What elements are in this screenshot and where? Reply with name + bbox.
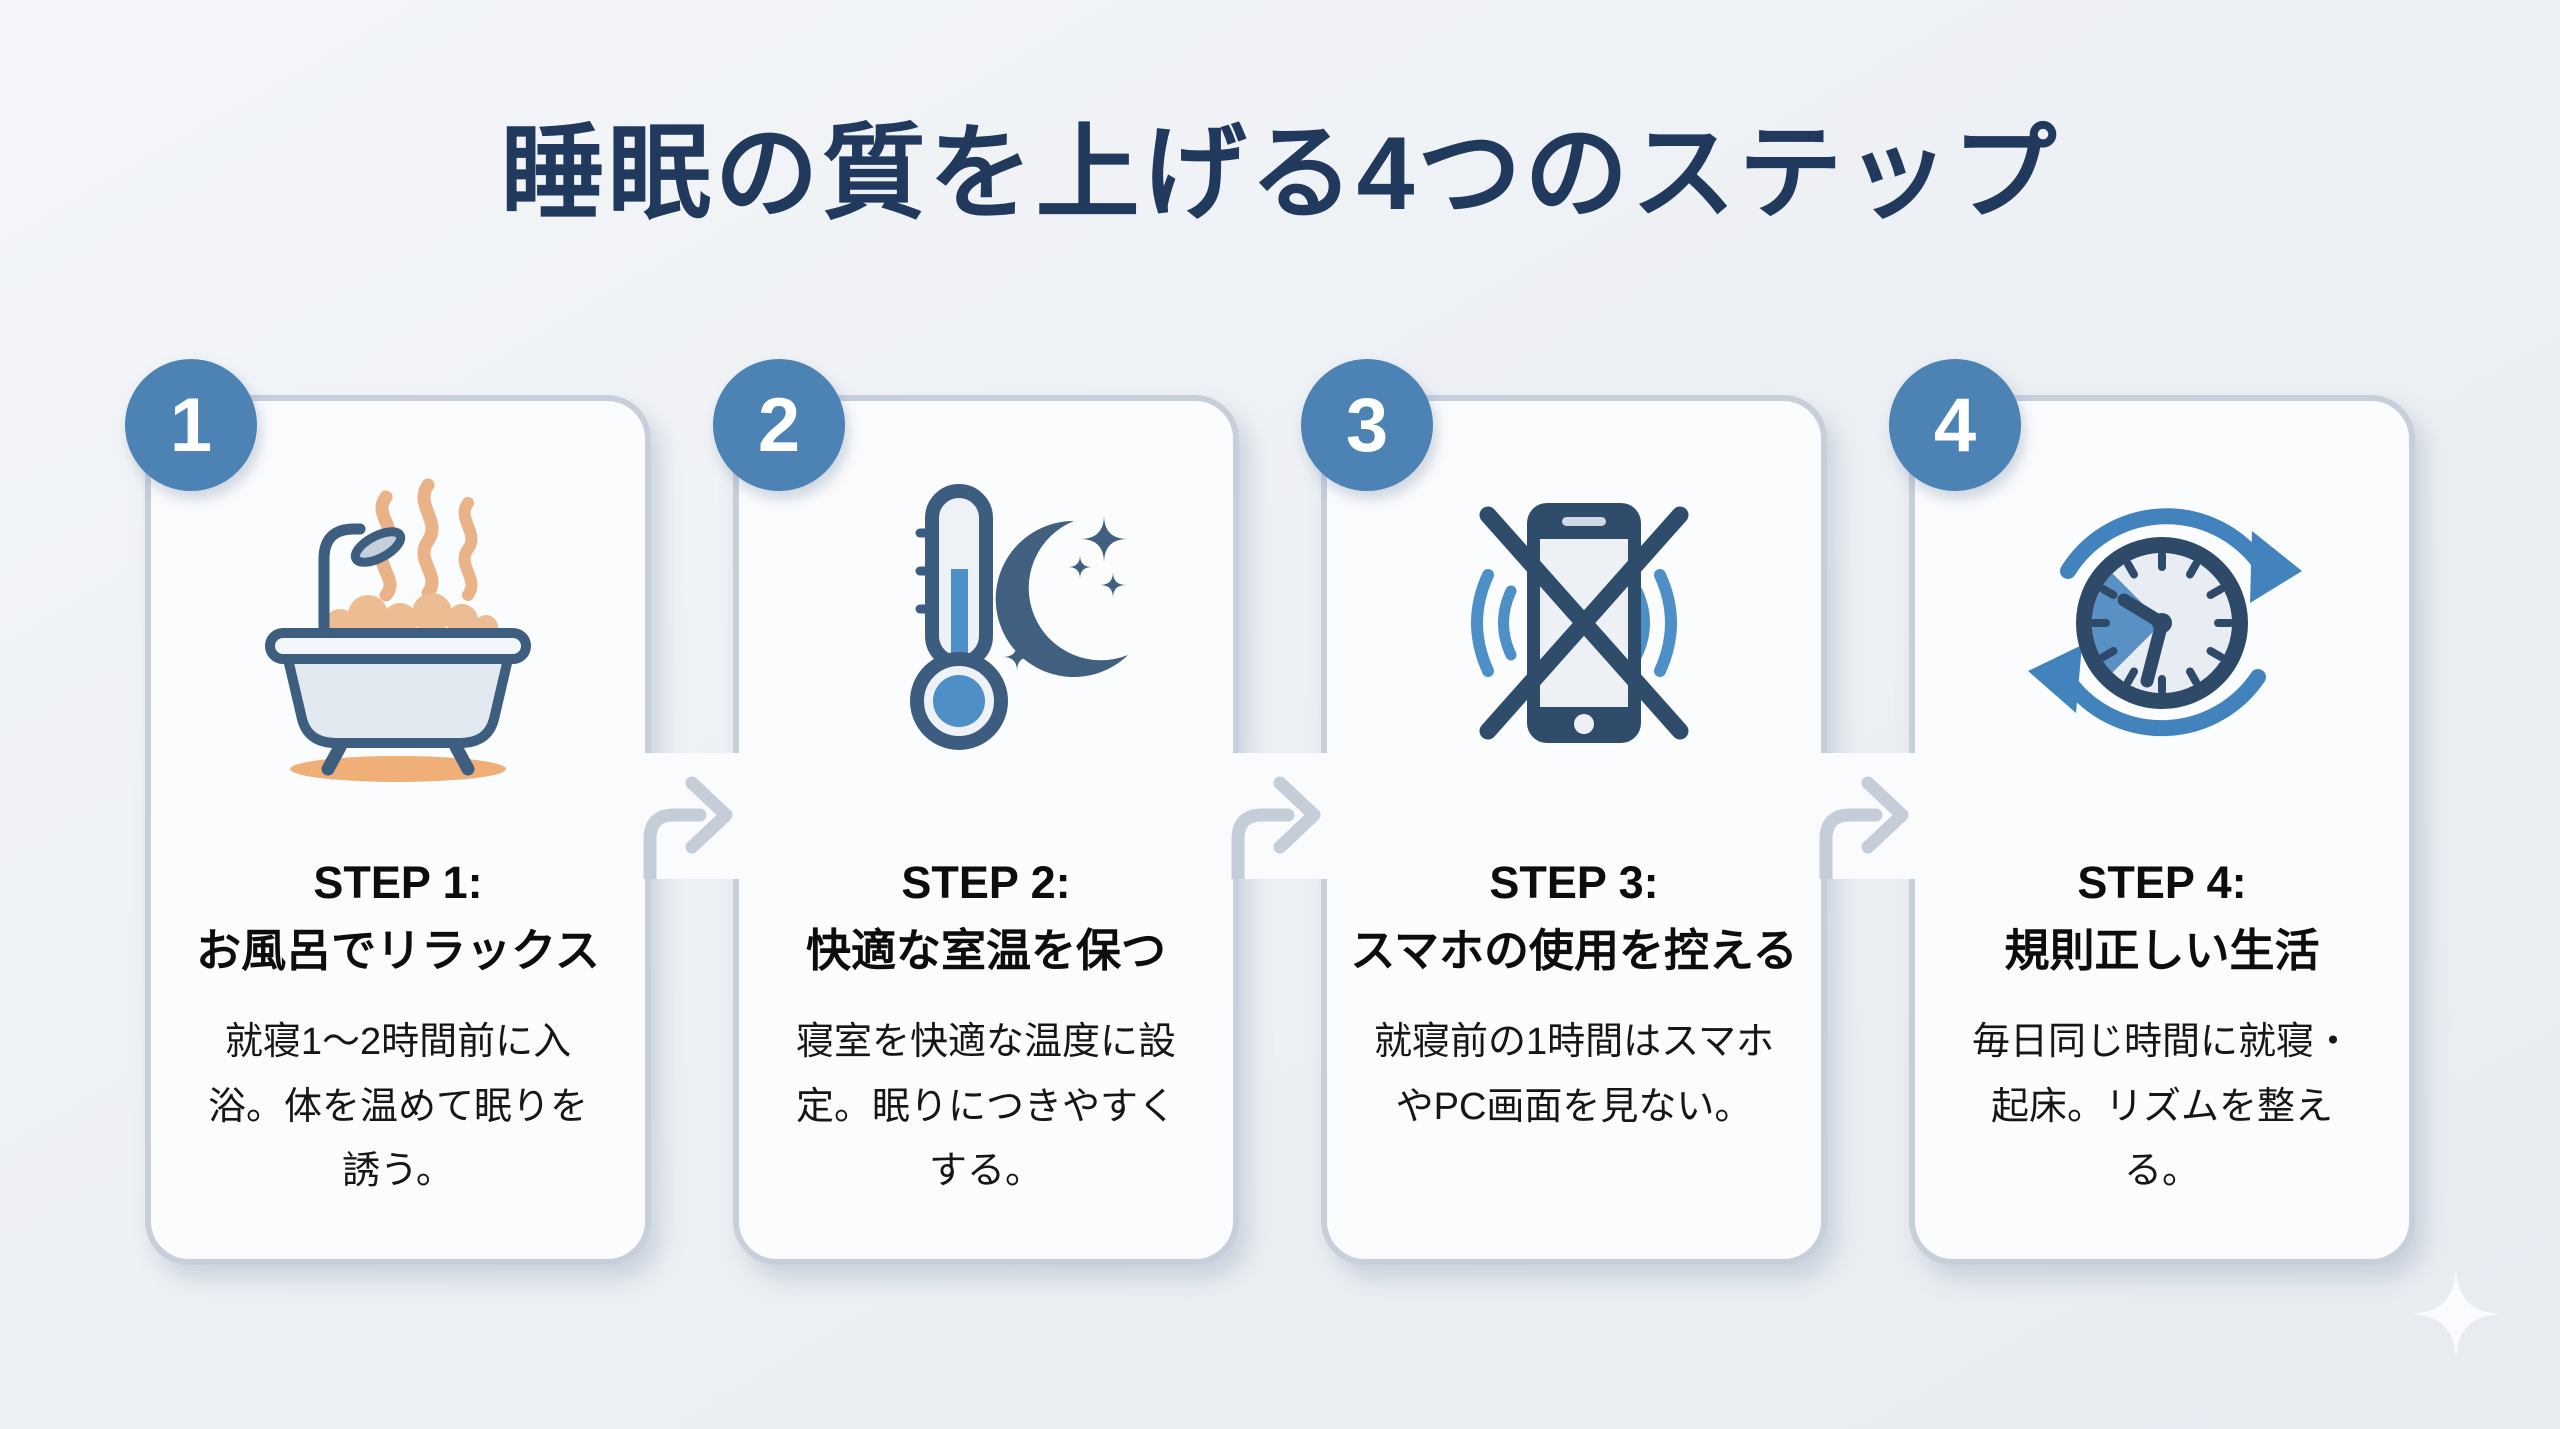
step-heading-ja: お風呂でリラックス (196, 924, 600, 976)
step-badge-2: 2 (713, 359, 845, 491)
step-card-3: 3 STEP 3: スマホの使用を控える (1301, 359, 1827, 1265)
step-heading: STEP 1: お風呂でリラックス (151, 849, 645, 984)
step-heading-en: STEP 3: (1489, 857, 1659, 908)
no-smartphone-icon (1327, 463, 1821, 783)
connector-arrow-icon (1222, 753, 1338, 879)
step-body: 寝室を快適な温度に設定。眠りにつきやすくする。 (795, 1021, 1176, 1193)
step-heading-ja: スマホの使用を控える (1350, 924, 1798, 976)
step-heading-en: STEP 1: (313, 857, 483, 908)
step-heading-en: STEP 2: (901, 857, 1071, 908)
step-card-2: 2 STEP 2: (713, 359, 1239, 1265)
sparkle-icon (2404, 1262, 2508, 1366)
step-card-4: 4 (1889, 359, 2415, 1265)
step-body: 就寝1〜2時間前に入浴。体を温めて眠りを誘う。 (207, 1021, 588, 1193)
step-number: 4 (1933, 382, 1977, 468)
thermometer-moon-icon (739, 463, 1233, 783)
connector-arrow-icon (1810, 753, 1926, 879)
bathtub-icon (151, 463, 645, 783)
step-heading: STEP 3: スマホの使用を控える (1327, 849, 1821, 984)
step-heading: STEP 2: 快適な室温を保つ (739, 849, 1233, 984)
step-badge-4: 4 (1889, 359, 2021, 491)
step-body: 就寝前の1時間はスマホやPC画面を見ない。 (1374, 1021, 1774, 1128)
step-heading-ja: 快適な室温を保つ (805, 924, 1166, 976)
page-title: 睡眠の質を上げる4つのステップ (500, 116, 2060, 232)
step-heading: STEP 4: 規則正しい生活 (1915, 849, 2409, 984)
step-badge-1: 1 (125, 359, 257, 491)
step-number: 2 (757, 382, 801, 468)
step-heading-ja: 規則正しい生活 (2004, 924, 2320, 976)
step-number: 3 (1345, 382, 1389, 468)
step-heading-en: STEP 4: (2077, 857, 2247, 908)
step-badge-3: 3 (1301, 359, 1433, 491)
connector-arrow-icon (634, 753, 750, 879)
steps-row: 1 (125, 359, 2415, 1265)
step-card-1: 1 (125, 359, 651, 1265)
step-body: 毎日同じ時間に就寝・起床。リズムを整える。 (1971, 1021, 2352, 1193)
step-number: 1 (169, 382, 213, 468)
clock-cycle-icon (1915, 463, 2409, 783)
